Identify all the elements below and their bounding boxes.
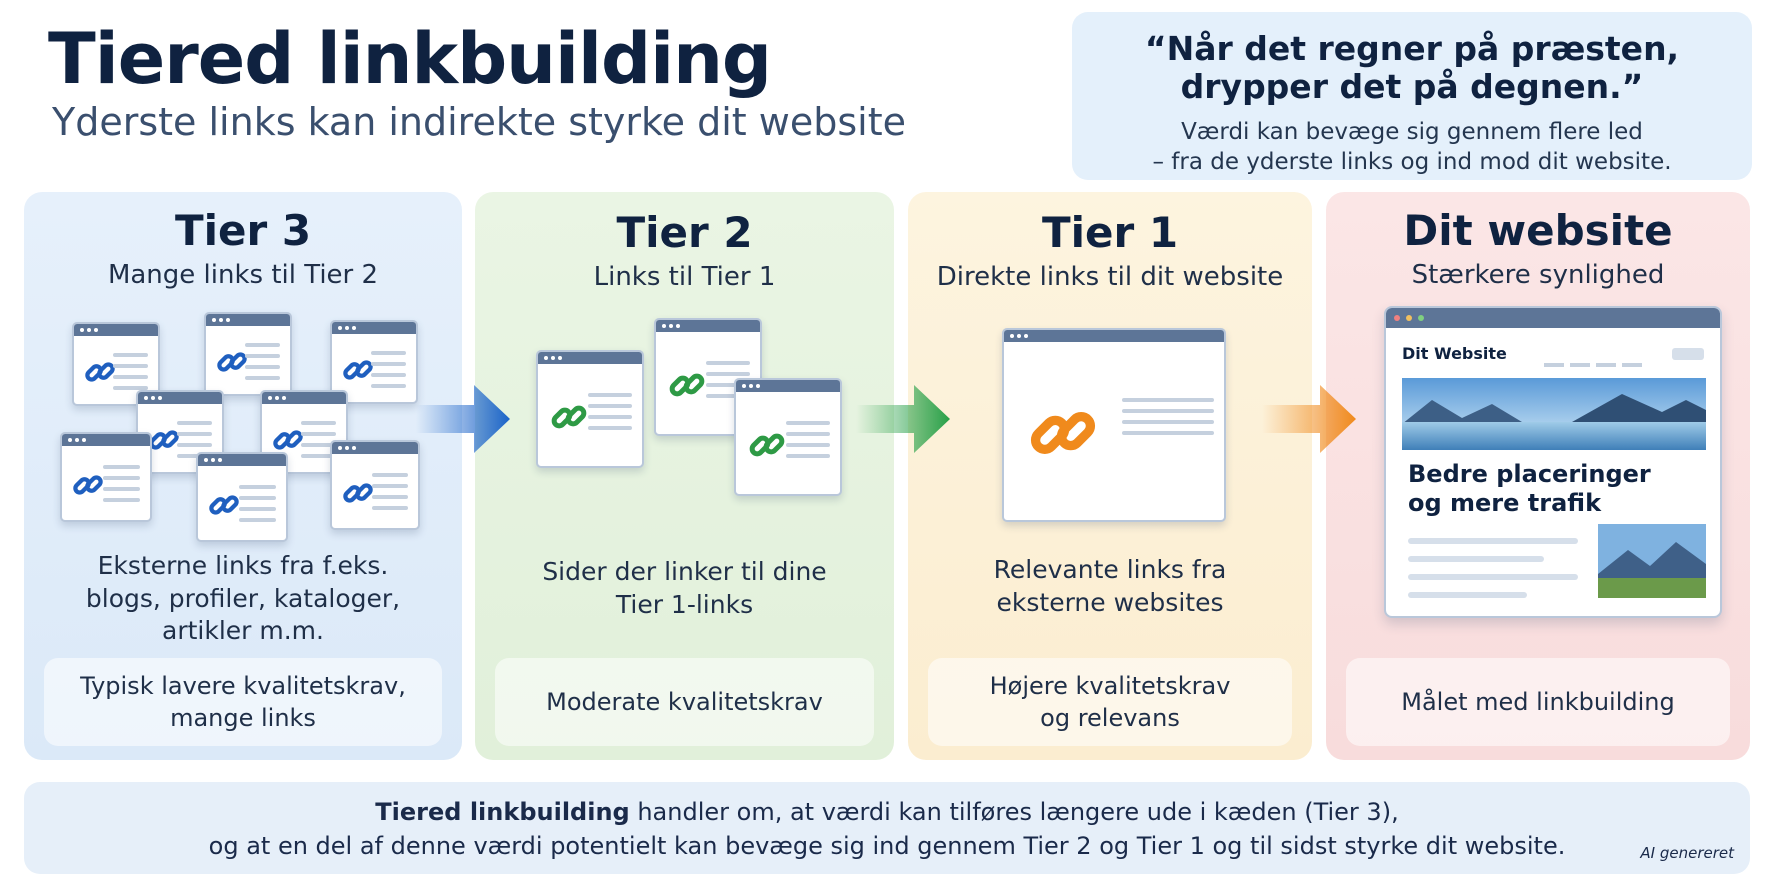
- tier-2-title: Tier 2: [616, 208, 753, 257]
- arrow-right-icon: [1262, 385, 1356, 453]
- website-subtitle: Stærkere synlighed: [1411, 260, 1665, 290]
- panel-tier-1: Tier 1 Direkte links til dit website Rel…: [908, 192, 1312, 760]
- quote-explanation: Værdi kan bevæge sig gennem flere led – …: [1152, 118, 1672, 175]
- landscape-image-icon: [1402, 378, 1706, 450]
- browser-window-icon: [734, 378, 842, 496]
- website-nav-button: [1672, 348, 1704, 360]
- browser-window-icon: [330, 440, 420, 530]
- website-text-lines: [1408, 538, 1578, 610]
- link-icon: [149, 430, 179, 450]
- tier-3-description: Eksterne links fra f.eks. blogs, profile…: [85, 551, 401, 645]
- arrow-right-icon: [856, 385, 950, 453]
- arrow-right-icon: [416, 385, 510, 453]
- tier-3-subtitle: Mange links til Tier 2: [107, 260, 379, 290]
- browser-bar: [1386, 308, 1720, 328]
- link-icon: [209, 495, 239, 515]
- link-icon: [273, 430, 303, 450]
- website-nav: [1544, 352, 1648, 371]
- link-icon: [343, 360, 373, 380]
- tier-2-note: Moderate kvalitetskrav: [495, 658, 874, 746]
- quote-box: “Når det regner på præsten, drypper det …: [1072, 12, 1752, 180]
- ai-generated-label: AI genereret: [1640, 844, 1734, 862]
- website-headline: Bedre placeringer og mere trafik: [1408, 460, 1651, 517]
- link-icon: [1030, 412, 1096, 454]
- website-note: Målet med linkbuilding: [1346, 658, 1730, 746]
- footer-line-1-text: handler om, at værdi kan tilføres længer…: [629, 798, 1399, 826]
- browser-window-icon: [1002, 328, 1226, 522]
- footer-line-2: og at en del af denne værdi potentielt k…: [208, 831, 1566, 860]
- link-icon: [749, 433, 785, 457]
- website-mockup: Dit Website Bedre placeringer og mere tr…: [1384, 306, 1722, 618]
- page-title: Tiered linkbuilding: [48, 18, 772, 100]
- footer-line-1: Tiered linkbuilding handler om, at værdi…: [24, 796, 1750, 830]
- website-title: Dit website: [1403, 206, 1673, 255]
- browser-window-icon: [536, 350, 644, 468]
- browser-window-icon: [196, 452, 288, 542]
- browser-window-icon: [330, 320, 418, 404]
- tier-2-subtitle: Links til Tier 1: [593, 262, 776, 292]
- tier-3-note: Typisk lavere kvalitetskrav, mange links: [44, 658, 442, 746]
- quote-text: “Når det regner på præsten, drypper det …: [1144, 29, 1680, 106]
- tier-1-title: Tier 1: [1041, 208, 1179, 257]
- footer-bold-term: Tiered linkbuilding: [375, 798, 630, 826]
- tier-2-description: Sider der linker til dine Tier 1-links: [542, 557, 827, 619]
- browser-window-icon: [204, 312, 292, 396]
- footer-summary: Tiered linkbuilding handler om, at værdi…: [24, 782, 1750, 874]
- tier-3-title: Tier 3: [174, 206, 312, 255]
- landscape-image-icon: [1598, 524, 1706, 598]
- tier-1-note: Højere kvalitetskrav og relevans: [928, 658, 1292, 746]
- tier-1-description: Relevante links fra eksterne websites: [993, 555, 1227, 617]
- link-icon: [551, 405, 587, 429]
- tier-1-subtitle: Direkte links til dit website: [936, 262, 1284, 292]
- page-subtitle: Yderste links kan indirekte styrke dit w…: [52, 100, 906, 144]
- browser-window-icon: [60, 432, 152, 522]
- link-icon: [73, 475, 103, 495]
- link-icon: [217, 352, 247, 372]
- link-icon: [85, 362, 115, 382]
- link-icon: [669, 373, 705, 397]
- website-name: Dit Website: [1402, 344, 1507, 363]
- link-icon: [343, 483, 373, 503]
